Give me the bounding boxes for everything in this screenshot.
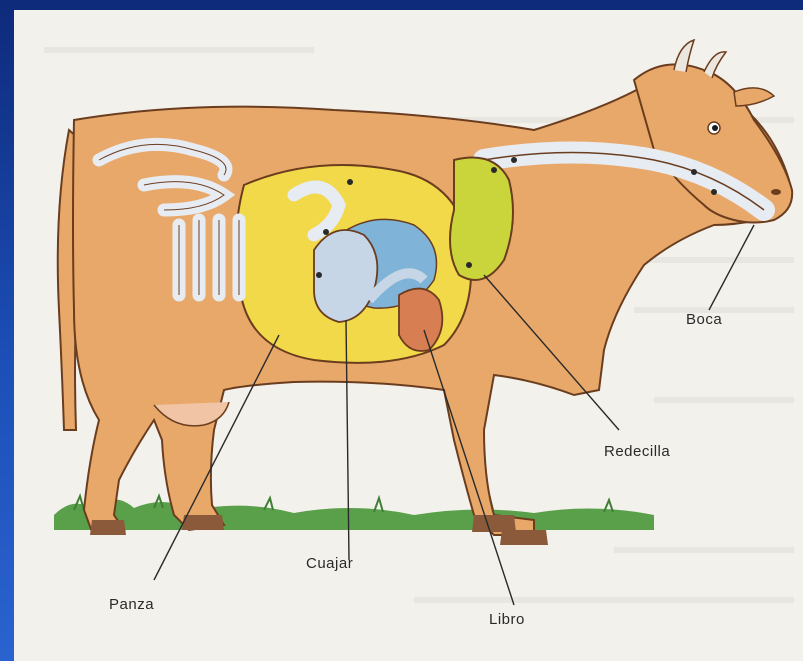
grass xyxy=(54,496,654,530)
label-libro: Libro xyxy=(489,611,525,628)
label-redecilla: Redecilla xyxy=(604,443,670,460)
diagram-panel: Boca Redecilla Cuajar Panza Libro xyxy=(14,10,803,661)
label-boca: Boca xyxy=(686,311,722,328)
label-cuajar: Cuajar xyxy=(306,555,353,572)
libro-organ xyxy=(399,289,442,351)
redecilla-organ xyxy=(450,158,513,281)
leader-boca xyxy=(709,225,754,310)
cow-digestive-diagram xyxy=(14,10,803,661)
label-panza: Panza xyxy=(109,596,154,613)
